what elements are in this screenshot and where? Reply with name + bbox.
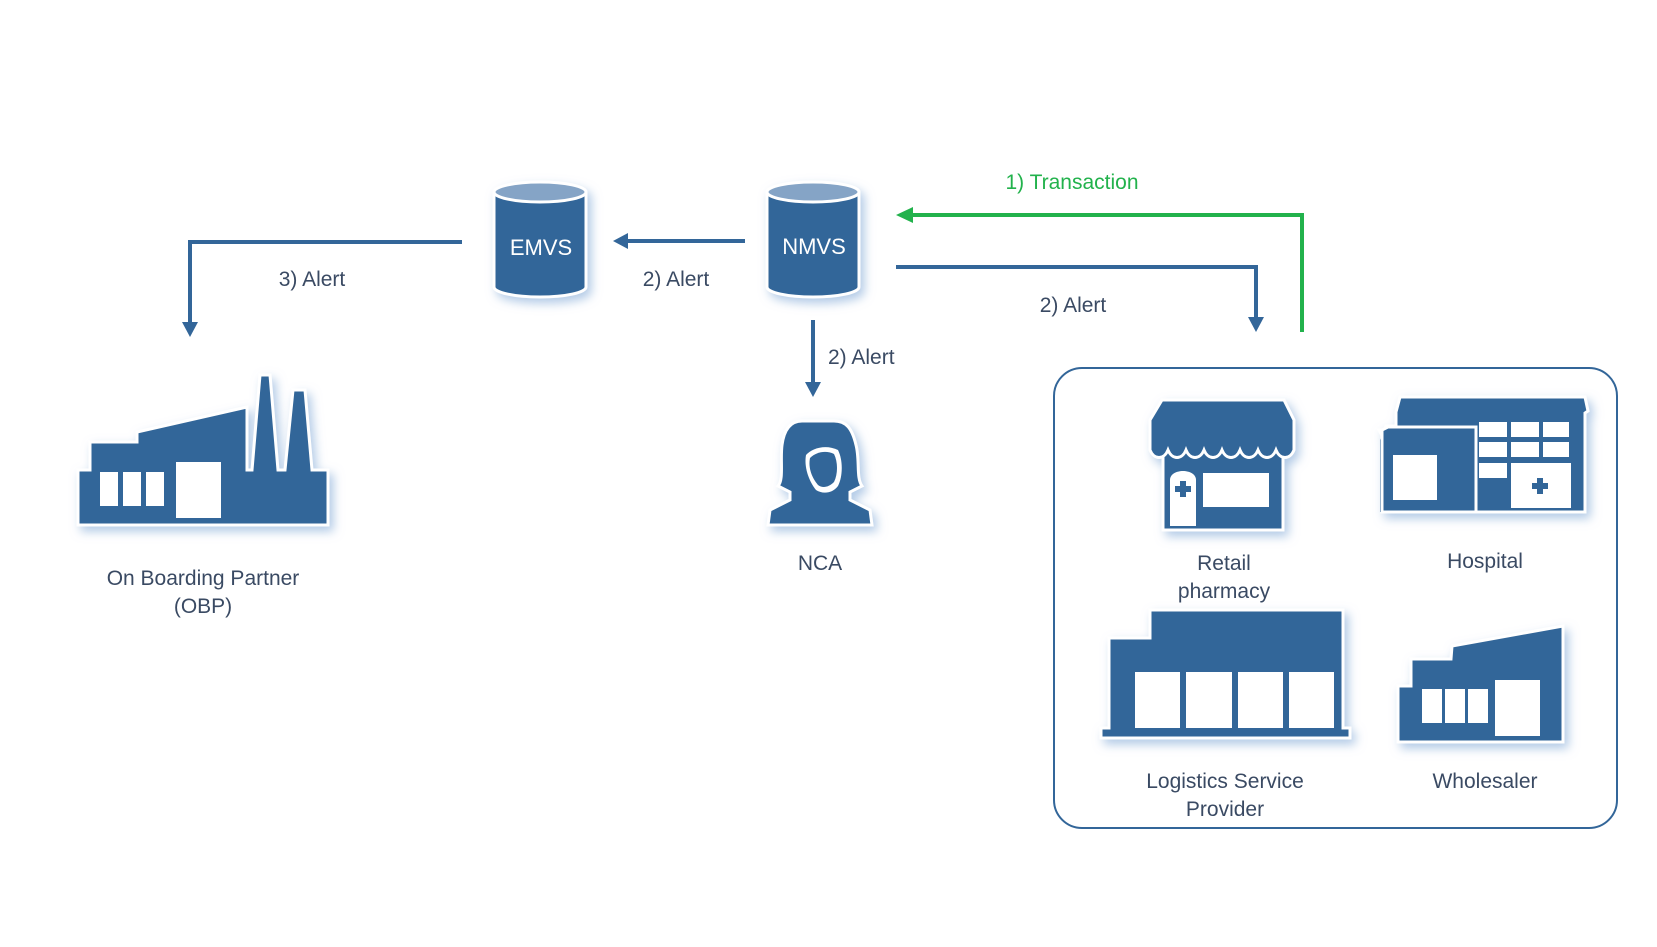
node-nca[interactable]: NCA: [766, 419, 874, 575]
node-label-obp-line2: (OBP): [174, 595, 232, 618]
arrowhead-icon: [1248, 317, 1264, 332]
database-icon: [492, 180, 588, 299]
edge-transaction: 1) Transaction: [896, 171, 1304, 332]
hospital-icon: [1376, 395, 1590, 514]
node-label-nmvs: NMVS: [782, 234, 846, 259]
node-label-retail-line2: pharmacy: [1178, 580, 1271, 603]
node-label-emvs: EMVS: [510, 235, 572, 260]
edge-alert-nmvs-users: 2) Alert: [896, 265, 1264, 332]
arrowhead-icon: [805, 382, 821, 397]
database-icon: [765, 180, 861, 299]
person-icon: [766, 419, 874, 527]
factory-small-icon: [1396, 624, 1565, 744]
node-label-wholesaler: Wholesaler: [1432, 770, 1537, 793]
node-nmvs[interactable]: NMVS: [765, 180, 861, 299]
node-label-hospital: Hospital: [1447, 550, 1523, 573]
node-logistics[interactable]: Logistics Service Provider: [1099, 608, 1352, 821]
edge-alert-emvs-obp: 3) Alert: [182, 240, 462, 337]
node-retail-pharmacy[interactable]: Retail pharmacy: [1148, 398, 1296, 603]
end-user-group: [1053, 367, 1618, 829]
edge-label-transaction: 1) Transaction: [1005, 171, 1138, 194]
node-obp[interactable]: On Boarding Partner (OBP): [76, 373, 330, 618]
edge-label-alert-2-emvs: 2) Alert: [643, 268, 710, 291]
node-emvs[interactable]: EMVS: [492, 180, 588, 299]
node-hospital[interactable]: Hospital: [1376, 395, 1590, 573]
node-wholesaler[interactable]: Wholesaler: [1396, 624, 1565, 793]
node-label-nca: NCA: [798, 552, 842, 575]
edge-label-alert-2-users: 2) Alert: [1040, 294, 1107, 317]
node-label-logistics-line2: Provider: [1186, 798, 1264, 821]
arrowhead-icon: [182, 322, 198, 337]
edge-alert-nmvs-emvs: 2) Alert: [613, 233, 745, 291]
edge-label-alert-3: 3) Alert: [279, 268, 346, 291]
storefront-icon: [1148, 398, 1296, 532]
arrowhead-icon: [613, 233, 628, 249]
warehouse-icon: [1099, 608, 1352, 740]
factory-icon: [76, 373, 330, 527]
arrowhead-icon: [896, 207, 913, 223]
node-label-obp-line1: On Boarding Partner: [107, 567, 300, 590]
edge-label-alert-2-nca: 2) Alert: [828, 346, 895, 369]
node-label-logistics-line1: Logistics Service: [1146, 770, 1304, 793]
node-label-retail-line1: Retail: [1197, 552, 1251, 575]
edge-alert-nmvs-nca: 2) Alert: [805, 320, 895, 397]
